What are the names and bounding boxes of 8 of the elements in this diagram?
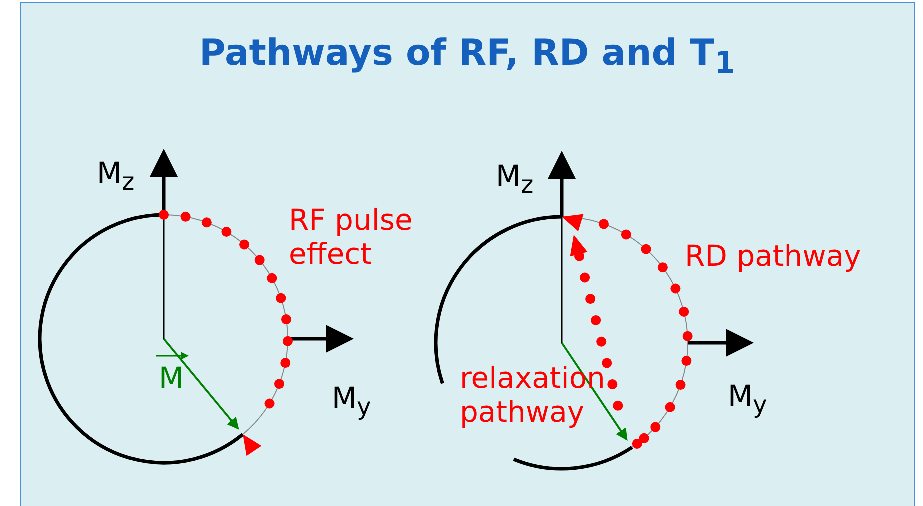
diagram-title: Pathways of RF, RD and T$_{1}$ (198, 33, 736, 82)
axis-label: M$_{y}$ (728, 379, 768, 421)
axis-label: M$_{z}$ (496, 159, 534, 201)
axis-label: M$_{y}$ (332, 381, 372, 423)
annotation-text: RD pathway (685, 239, 862, 273)
vector-label: M (159, 361, 184, 395)
annotation-text: RF pulse effect (289, 203, 414, 271)
axis-label: M$_{z}$ (97, 156, 135, 198)
